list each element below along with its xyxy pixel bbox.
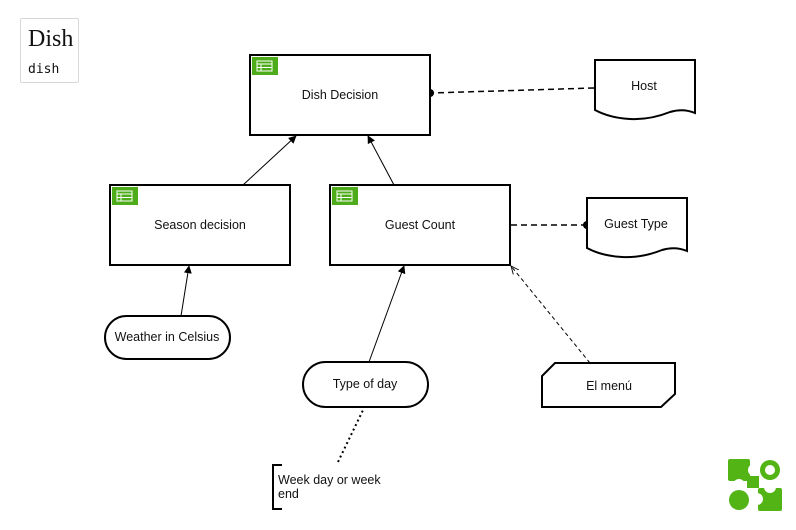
info-req-guest-to-dish[interactable] bbox=[367, 135, 395, 186]
auth-req-host-to-dish[interactable] bbox=[430, 87, 595, 94]
decision-dish-label: Dish Decision bbox=[302, 88, 378, 102]
knowledge-req-menu-to-guest[interactable] bbox=[511, 266, 591, 364]
decision-guest-count-label: Guest Count bbox=[385, 218, 456, 232]
decision-dish[interactable]: Dish Decision bbox=[249, 54, 431, 136]
knowledge-source-host-label: Host bbox=[631, 79, 657, 93]
info-req-season-to-dish[interactable] bbox=[242, 135, 297, 186]
annotation-line-2: end bbox=[278, 487, 299, 501]
info-req-weather-to-season[interactable] bbox=[180, 265, 192, 317]
knowledge-source-guest-type[interactable]: Guest Type bbox=[586, 197, 688, 259]
knowledge-source-host[interactable]: Host bbox=[594, 59, 696, 121]
text-annotation[interactable]: Week day or week end bbox=[272, 464, 381, 510]
bkm-el-menu-label: El menú bbox=[586, 379, 632, 393]
input-type-of-day-label: Type of day bbox=[333, 377, 398, 391]
diagram-title: Dish bbox=[28, 26, 74, 52]
table-icon bbox=[332, 187, 358, 205]
association-annotation[interactable] bbox=[337, 407, 365, 463]
info-req-typeofday-to-guest[interactable] bbox=[368, 265, 406, 363]
diagram-title-card[interactable]: Dish dish bbox=[20, 18, 79, 83]
input-weather[interactable]: Weather in Celsius bbox=[104, 315, 231, 360]
decision-season-label: Season decision bbox=[154, 218, 246, 232]
decision-guest-count[interactable]: Guest Count bbox=[329, 184, 511, 266]
decision-season[interactable]: Season decision bbox=[109, 184, 291, 266]
bpmn-io-logo[interactable] bbox=[727, 458, 783, 512]
table-icon bbox=[112, 187, 138, 205]
annotation-line-1: Week day or week bbox=[278, 473, 381, 487]
input-type-of-day[interactable]: Type of day bbox=[302, 361, 429, 408]
diagram-id: dish bbox=[28, 62, 60, 77]
input-weather-label: Weather in Celsius bbox=[115, 330, 220, 344]
bkm-el-menu[interactable]: El menú bbox=[541, 362, 676, 408]
knowledge-source-guest-type-label: Guest Type bbox=[604, 217, 668, 231]
table-icon bbox=[252, 57, 278, 75]
